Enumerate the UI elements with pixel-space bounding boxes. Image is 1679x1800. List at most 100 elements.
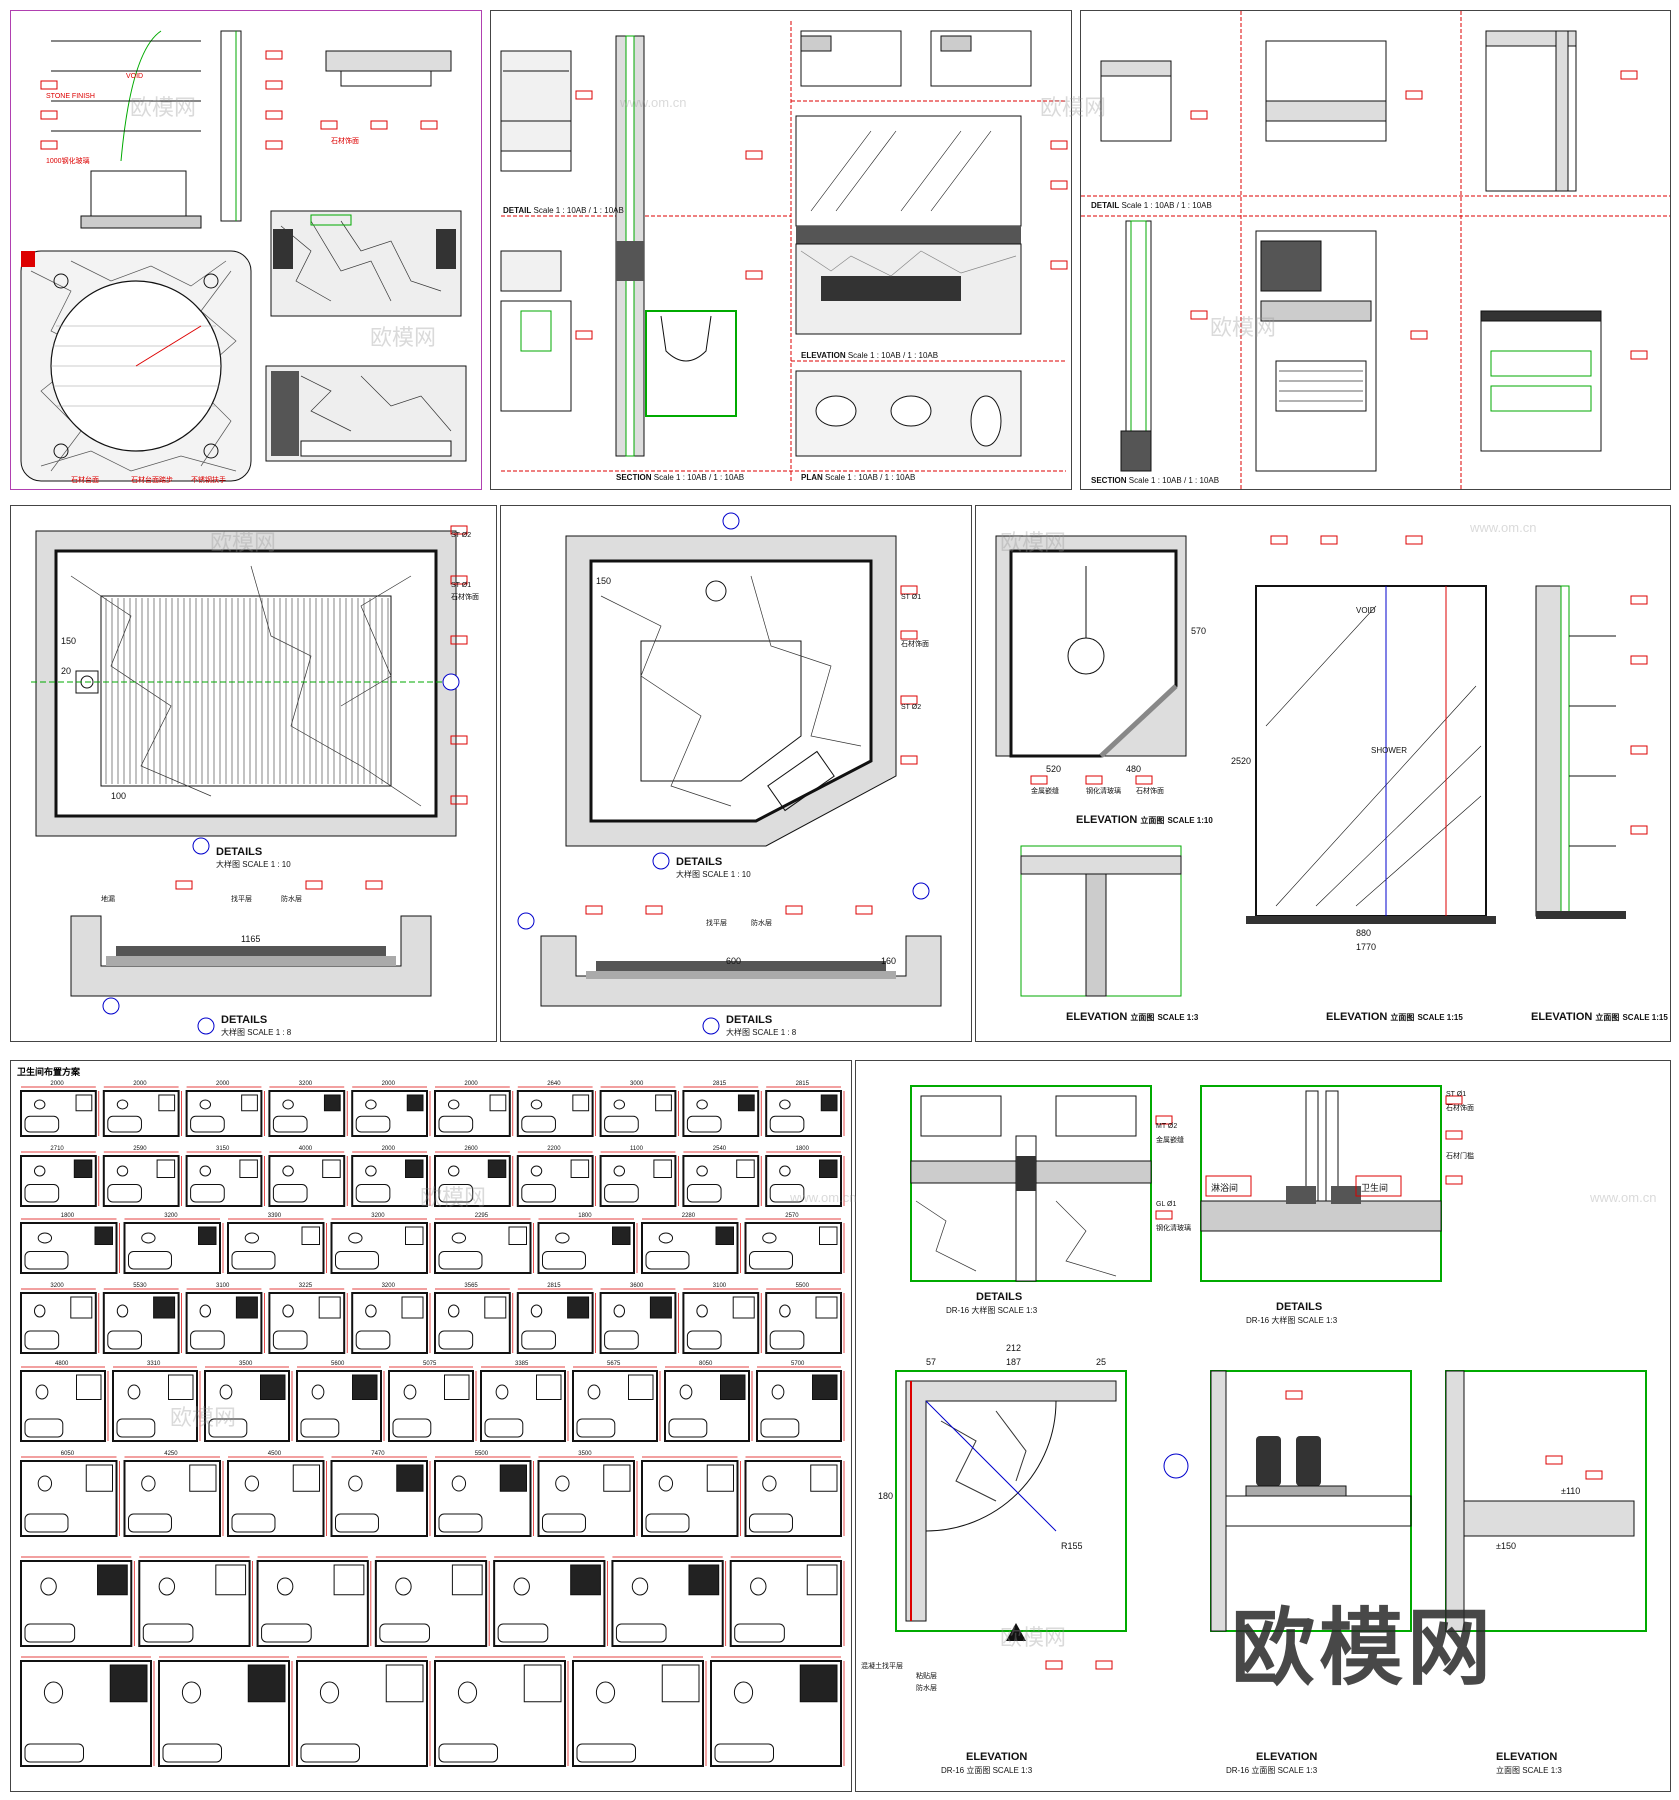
s6-dim-2520: 2520 <box>1231 756 1252 766</box>
layout-dim: 3200 <box>164 1213 178 1219</box>
layout-schemes-title: 卫生间布置方案 <box>17 1067 81 1077</box>
layout-scheme <box>493 1556 608 1647</box>
layout-scheme <box>611 1556 727 1647</box>
s6-dim-1770: 1770 <box>1356 942 1377 952</box>
layout-scheme: 3200 <box>330 1213 431 1274</box>
s3-caption-detail: DETAIL Scale 1 : 10AB / 1 : 10AB <box>1091 201 1212 210</box>
s8-tag-screed: 混凝土找平层 <box>861 1663 903 1670</box>
layout-scheme: 3200 <box>351 1283 431 1354</box>
s6-tag-glass: 钢化清玻璃 <box>1086 788 1121 795</box>
layout-dim: 8050 <box>699 1361 713 1367</box>
layout-scheme: 6050 <box>20 1451 120 1537</box>
s8-dim-212: 212 <box>1006 1343 1022 1353</box>
s8-caption-e-sub: DR-16 立面图 SCALE 1:3 <box>1226 1766 1318 1775</box>
layout-dim: 2590 <box>133 1146 147 1152</box>
layout-dim: 2815 <box>713 1081 727 1087</box>
s3-caption-section: SECTION Scale 1 : 10AB / 1 : 10AB <box>1091 476 1220 485</box>
layout-scheme <box>158 1656 293 1767</box>
layout-dim: 2200 <box>547 1146 561 1152</box>
tag-handrail: 不锈钢扶手 <box>191 477 226 484</box>
s2-caption-elevation: ELEVATION Scale 1 : 10AB / 1 : 10AB <box>801 351 939 360</box>
layout-scheme: 4000 <box>268 1146 348 1207</box>
s8-dim-150: ±150 <box>1496 1541 1516 1551</box>
layout-dim: 3200 <box>299 1081 313 1087</box>
layout-scheme <box>572 1656 707 1767</box>
s8-caption-f-sub: 立面图 SCALE 1:3 <box>1496 1766 1562 1775</box>
s4-tag-waterproof: 防水层 <box>281 896 302 903</box>
s8-tag-bond: 粘贴层 <box>916 1673 937 1680</box>
threshold-details-drawing <box>895 1085 1647 1670</box>
layout-scheme: 2815 <box>516 1283 596 1354</box>
layout-dim: 5500 <box>475 1451 489 1457</box>
s6-dim-520: 520 <box>1046 764 1062 774</box>
layout-scheme: 2280 <box>641 1213 741 1274</box>
s4-plan-caption: DETAILS <box>216 846 263 858</box>
layout-scheme: 2710 <box>20 1146 100 1207</box>
layout-dim: 1800 <box>796 1146 810 1152</box>
layout-scheme: 3500 <box>204 1361 293 1442</box>
layout-dim: 2815 <box>796 1081 810 1087</box>
layout-scheme: 5700 <box>756 1361 845 1442</box>
s4-tag-st2: ST Ø2 <box>451 532 472 539</box>
layout-scheme: 3200 <box>20 1283 100 1354</box>
sheet-vanity-detail: DETAIL Scale 1 : 10AB / 1 : 10AB SECTION… <box>490 10 1072 490</box>
s5-tag-level: 找平层 <box>706 920 727 927</box>
layout-dim: 2000 <box>464 1081 478 1087</box>
s8-caption-a-sub: DR-16 大样图 SCALE 1:3 <box>946 1306 1038 1315</box>
s5-section-caption-sub: 大样图 SCALE 1 : 8 <box>726 1028 797 1037</box>
shower-enclosure-drawing <box>995 535 1648 997</box>
s8-dim-57: 57 <box>926 1357 937 1367</box>
s4-dim-100: 100 <box>111 791 127 801</box>
s5-plan-caption-sub: 大样图 SCALE 1 : 10 <box>676 870 751 879</box>
layout-scheme: 3200 <box>123 1213 224 1274</box>
layout-scheme: 3225 <box>268 1283 348 1354</box>
s2-caption-plan: PLAN Scale 1 : 10AB / 1 : 10AB <box>801 473 916 482</box>
layout-scheme: 5600 <box>296 1361 385 1442</box>
layout-scheme: 4250 <box>123 1451 224 1537</box>
layout-dim: 2640 <box>547 1081 561 1087</box>
layout-scheme: 3390 <box>227 1213 327 1274</box>
layout-scheme: 2200 <box>516 1146 596 1207</box>
layout-dim: 5675 <box>607 1361 621 1367</box>
layout-dim: 5600 <box>331 1361 345 1367</box>
layout-scheme: 5500 <box>765 1283 845 1354</box>
tag-glass: 1000钢化玻璃 <box>46 158 90 165</box>
layout-dim: 2295 <box>475 1213 489 1219</box>
layout-scheme <box>729 1556 845 1647</box>
s6-shower: SHOWER <box>1371 746 1407 755</box>
layout-scheme: 2570 <box>744 1213 845 1274</box>
layout-scheme: 3100 <box>185 1283 265 1354</box>
s6-caption-c: ELEVATION 立面图 SCALE 1:3 <box>1066 1011 1199 1023</box>
layout-scheme: 1800 <box>537 1213 638 1274</box>
s8-caption-b-sub: DR-16 大样图 SCALE 1:3 <box>1246 1316 1338 1325</box>
s8-tag-waterproof: 防水层 <box>916 1685 937 1692</box>
layout-scheme: 1100 <box>599 1146 679 1207</box>
s8-tag-metal: 金属嵌缝 <box>1156 1137 1184 1144</box>
s8-dim-110: ±110 <box>1561 1486 1581 1496</box>
layout-scheme: 2295 <box>434 1213 534 1274</box>
s4-dim-1165: 1165 <box>241 934 261 944</box>
layout-scheme: 2815 <box>765 1081 845 1137</box>
layout-scheme: 2000 <box>351 1146 431 1207</box>
s8-tag-shower-room: 淋浴间 <box>1211 1183 1239 1193</box>
s8-caption-d-sub: DR-16 立面图 SCALE 1:3 <box>941 1766 1033 1775</box>
vanity-detail-drawing <box>500 21 1068 481</box>
layout-dim: 3500 <box>239 1361 253 1367</box>
layout-dim: 4000 <box>299 1146 313 1152</box>
s4-plan-caption-sub: 大样图 SCALE 1 : 10 <box>216 860 291 869</box>
s8-tag-threshold: 石材门槛 <box>1446 1153 1474 1160</box>
layout-scheme: 3310 <box>112 1361 201 1442</box>
layout-dim: 2280 <box>682 1213 696 1219</box>
layout-scheme: 2600 <box>434 1146 514 1207</box>
s5-tag-stone: 石材饰面 <box>901 641 929 648</box>
layout-dim: 7470 <box>371 1451 385 1457</box>
s6-caption-d: ELEVATION 立面图 SCALE 1:15 <box>1531 1011 1668 1023</box>
layout-dim: 3310 <box>147 1361 161 1367</box>
s6-tag-metal: 金属嵌缝 <box>1031 788 1059 795</box>
shower-tray-rect-drawing <box>31 525 468 1035</box>
layout-dim: 2000 <box>50 1081 64 1087</box>
s5-plan-caption: DETAILS <box>676 856 723 868</box>
sheet-shower-tray-angled: DETAILS 大样图 SCALE 1 : 10 DETAILS 大样图 SCA… <box>500 505 972 1042</box>
layout-dim: 2710 <box>50 1146 64 1152</box>
